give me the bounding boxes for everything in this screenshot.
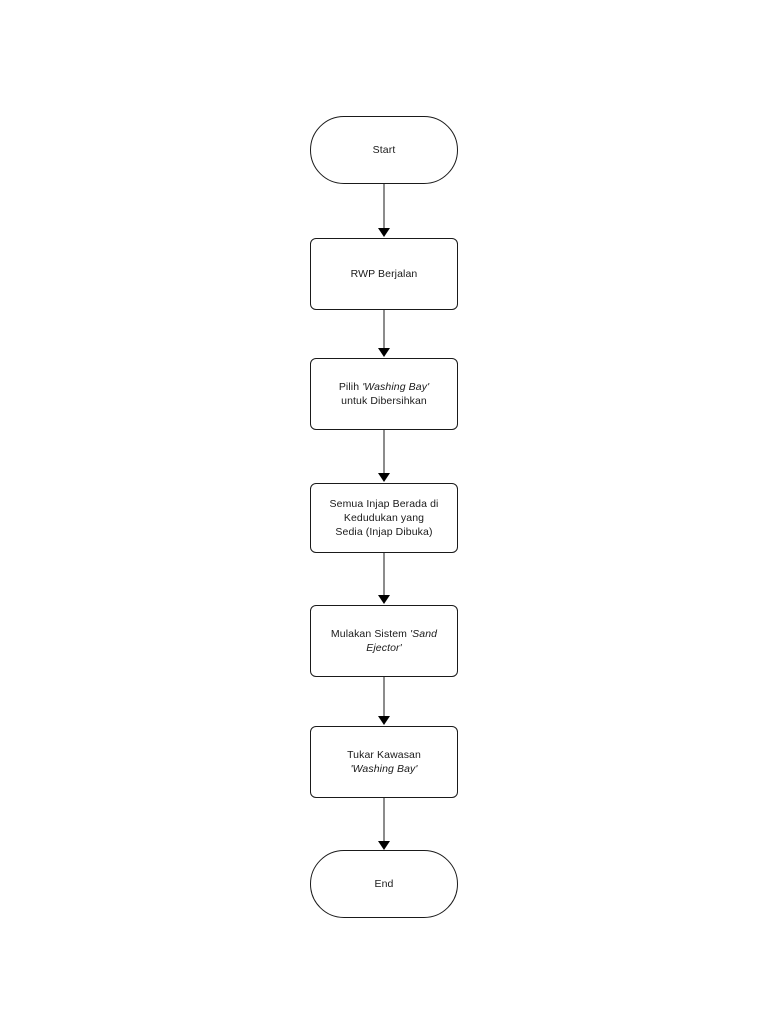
node-mulakan-sand-ejector-label: Mulakan Sistem 'Sand Ejector' [311,627,457,655]
arrowhead-start-to-rwp-icon [378,228,390,237]
node-start-label: Start [372,144,396,156]
pilih-text-plain: Pilih [338,381,363,393]
arrowhead-rwp-to-pilih-icon [378,348,390,357]
node-tukar-kawasan[interactable]: Tukar Kawasan 'Washing Bay' [310,726,458,798]
node-rwp-berjalan-label: RWP Berjalan [350,268,418,280]
tukar-text-line2-italic: 'Washing Bay' [350,763,418,775]
node-rwp-berjalan[interactable]: RWP Berjalan [310,238,458,310]
node-pilih-washing-bay-label: Pilih 'Washing Bay' untuk Dibersihkan [333,380,435,408]
node-start[interactable]: Start [310,116,458,184]
connector-mulakan-to-tukar [383,677,385,717]
node-semua-injap[interactable]: Semua Injap Berada di Kedudukan yang Sed… [310,483,458,553]
connector-start-to-rwp [383,184,385,230]
connector-tukar-to-end [383,798,385,842]
mulakan-text-italic: 'Sand Ejector' [366,628,438,654]
mulakan-text-plain: Mulakan Sistem [330,628,411,640]
arrowhead-mulakan-to-tukar-icon [378,716,390,725]
node-mulakan-sand-ejector[interactable]: Mulakan Sistem 'Sand Ejector' [310,605,458,677]
connector-injap-to-mulakan [383,553,385,596]
node-end-label: End [374,878,394,890]
arrowhead-injap-to-mulakan-icon [378,595,390,604]
pilih-text-italic: 'Washing Bay' [362,381,430,393]
pilih-text-line2: untuk Dibersihkan [341,395,427,407]
node-semua-injap-label: Semua Injap Berada di Kedudukan yang Sed… [329,498,439,538]
node-end[interactable]: End [310,850,458,918]
connector-rwp-to-pilih [383,310,385,349]
node-tukar-kawasan-label: Tukar Kawasan 'Washing Bay' [341,748,427,776]
arrowhead-pilih-to-injap-icon [378,473,390,482]
node-pilih-washing-bay[interactable]: Pilih 'Washing Bay' untuk Dibersihkan [310,358,458,430]
arrowhead-tukar-to-end-icon [378,841,390,850]
tukar-text-line1: Tukar Kawasan [347,749,421,761]
connector-pilih-to-injap [383,430,385,474]
